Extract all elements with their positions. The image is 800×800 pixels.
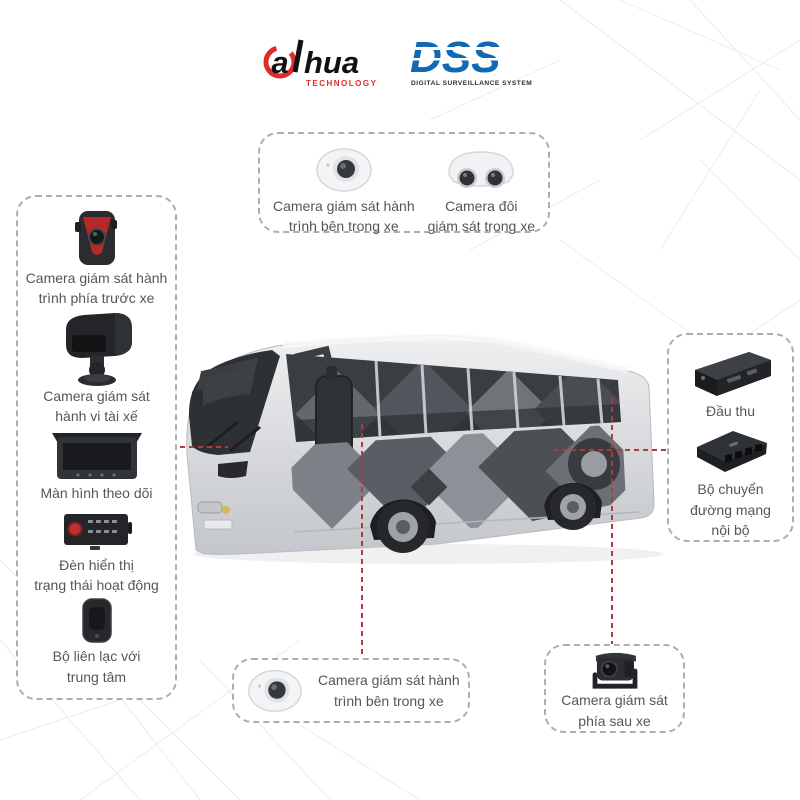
list-item: Bộ liên lạc với trung tâm — [52, 596, 141, 687]
monitor-icon — [51, 433, 142, 480]
label-front-dashcam: Camera giám sát hành trình phía trước xe — [25, 270, 168, 307]
group-interior-camera-2: Camera giám sát hành trình bên trong xe — [232, 658, 470, 723]
dome-camera-icon — [316, 148, 372, 192]
driver-camera-icon — [65, 312, 132, 386]
list-item: Camera giám sát hành vi tài xế — [43, 310, 150, 427]
label-interior-dashcam-2: Camera giám sát hành trình bên trong xe — [318, 672, 460, 709]
label-dual-camera: Camera đôi giám sát trong xe — [427, 198, 535, 235]
dome-camera-icon — [248, 669, 302, 712]
list-item: Camera đôi giám sát trong xe — [428, 144, 535, 237]
list-item: Màn hình theo dõi — [40, 427, 153, 503]
coach-bus-illustration — [178, 324, 672, 568]
dual-dome-camera-icon — [448, 151, 515, 188]
header-logos: a hua TECHNOLOGY DSS DIGITAL SURVEILLANC… — [0, 28, 800, 95]
dahua-sub-label: TECHNOLOGY — [306, 79, 377, 88]
connector-rear-camera — [611, 398, 613, 644]
label-driver-camera: Camera giám sát hành vi tài xế — [43, 387, 150, 424]
intercom-icon — [81, 598, 112, 644]
label-intercom: Bộ liên lạc với trung tâm — [52, 648, 141, 685]
svg-text:DSS: DSS — [410, 33, 500, 82]
rear-camera-icon — [592, 653, 637, 689]
group-front-equipment: Camera giám sát hành trình phía trước xe… — [16, 195, 177, 700]
label-status-light: Đèn hiển thị trạng thái hoạt động — [34, 556, 159, 593]
group-interior-cameras: Camera giám sát hành trình bên trong xe … — [258, 132, 550, 234]
list-item: Bộ chuyển đường mạng nội bộ — [683, 421, 779, 540]
list-item: Đèn hiển thị trạng thái hoạt động — [34, 505, 159, 596]
label-interior-dashcam: Camera giám sát hành trình bên trong xe — [272, 198, 415, 235]
group-recording-equipment: Đầu thu Bộ chuyển đường mạng nội bộ — [667, 333, 794, 542]
group-rear-camera: Camera giám sát phía sau xe — [544, 644, 685, 733]
list-item: Camera giám sát hành trình bên trong xe — [273, 144, 415, 237]
label-dvr: Đầu thu — [705, 403, 756, 419]
label-rear-camera: Camera giám sát phía sau xe — [561, 692, 668, 729]
status-light-icon — [64, 513, 133, 550]
svg-text:a: a — [271, 45, 288, 80]
label-monitor: Màn hình theo dõi — [40, 485, 153, 502]
network-switch-icon — [696, 431, 767, 473]
front-dashcam-icon — [75, 211, 118, 266]
connector-recorder — [553, 449, 667, 451]
dvr-icon — [694, 352, 771, 396]
label-network-switch: Bộ chuyển đường mạng nội bộ — [690, 481, 771, 538]
svg-text:hua: hua — [304, 45, 359, 80]
dss-sub-label: DIGITAL SURVEILLANCE SYSTEM — [411, 80, 532, 87]
dss-logo: DSS DIGITAL SURVEILLANCE SYSTEM — [410, 28, 542, 95]
mirror-arms — [195, 345, 335, 400]
connector-interior-camera — [361, 424, 363, 658]
connector-front-camera — [180, 446, 228, 448]
list-item: Đầu thu — [683, 343, 779, 421]
list-item: Camera giám sát hành trình phía trước xe — [25, 208, 168, 309]
dahua-logo: a hua TECHNOLOGY — [258, 28, 394, 95]
